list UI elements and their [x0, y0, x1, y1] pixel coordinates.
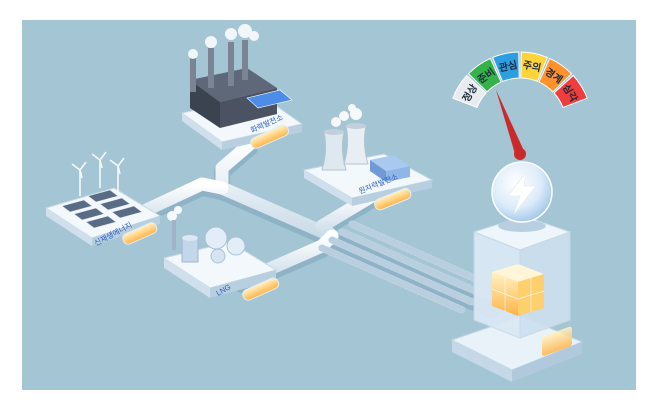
gauge-needle [495, 89, 525, 157]
gauge-needle-hub [514, 148, 526, 160]
energy-storage-station [450, 161, 584, 382]
gauge-segment [520, 51, 549, 83]
gauge-segment [452, 74, 487, 109]
gauge-level-label: 주의 [522, 58, 543, 74]
renewable-energy-plant: 신재생에너지 [44, 151, 162, 248]
nuclear-power-plant: 원자력발전소 [302, 104, 434, 211]
gauge-segment [491, 51, 520, 83]
gauge-segment [467, 57, 502, 93]
gauge-segment [538, 57, 573, 93]
lng-power-plant: LNG [162, 206, 280, 301]
coal-power-plant: 화력발전소 [180, 24, 304, 150]
power-grid-illustration: 화력발전소 원자력발전소 [22, 20, 636, 390]
transmission-pipes [104, 137, 500, 318]
gauge-level-label: 관심 [498, 58, 519, 74]
lightning-bolt-icon [507, 171, 537, 215]
gauge-segment [553, 74, 588, 109]
power-orb [491, 161, 553, 232]
